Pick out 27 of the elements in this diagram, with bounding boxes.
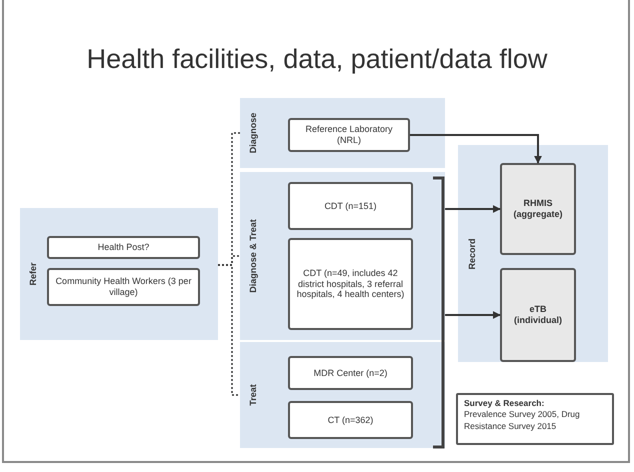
arrow bbox=[410, 134, 542, 164]
record-system-box: eTB (individual) bbox=[500, 268, 576, 362]
facility-box: Community Health Workers (3 per village) bbox=[47, 268, 200, 306]
note-text: Prevalence Survey 2005, Drug Resistance Survey 2015 bbox=[464, 409, 581, 432]
facility-box: CT (n=362) bbox=[288, 401, 413, 439]
record-system-box: RHMIS (aggregate) bbox=[500, 163, 576, 255]
note-box bbox=[456, 393, 614, 445]
arrow bbox=[445, 311, 501, 319]
note-heading: Survey & Research: bbox=[464, 398, 546, 410]
stage-band bbox=[458, 145, 608, 362]
title: Health facilities, data, patient/data flow bbox=[86, 44, 548, 75]
stage-label: Treat bbox=[248, 384, 258, 406]
stage-label: Refer bbox=[28, 262, 38, 286]
stage-band bbox=[240, 172, 445, 340]
stage-band bbox=[240, 98, 445, 168]
dotted-connector bbox=[218, 264, 240, 396]
facility-box: Reference Laboratory (NRL) bbox=[288, 118, 410, 152]
stage-band bbox=[240, 342, 445, 448]
stage-label: Diagnose & Treat bbox=[248, 219, 258, 293]
facility-box: Health Post? bbox=[47, 236, 200, 259]
stage-band bbox=[20, 208, 218, 340]
stage-label: Diagnose bbox=[248, 112, 258, 154]
facility-box: CDT (n=151) bbox=[288, 182, 413, 230]
facility-box: MDR Center (n=2) bbox=[288, 356, 413, 390]
arrow bbox=[445, 205, 501, 213]
stage-label: Record bbox=[467, 238, 477, 269]
facility-box: CDT (n=49, includes 42 district hospitals, 3 referral hospitals, 4 health centers) bbox=[288, 238, 413, 330]
